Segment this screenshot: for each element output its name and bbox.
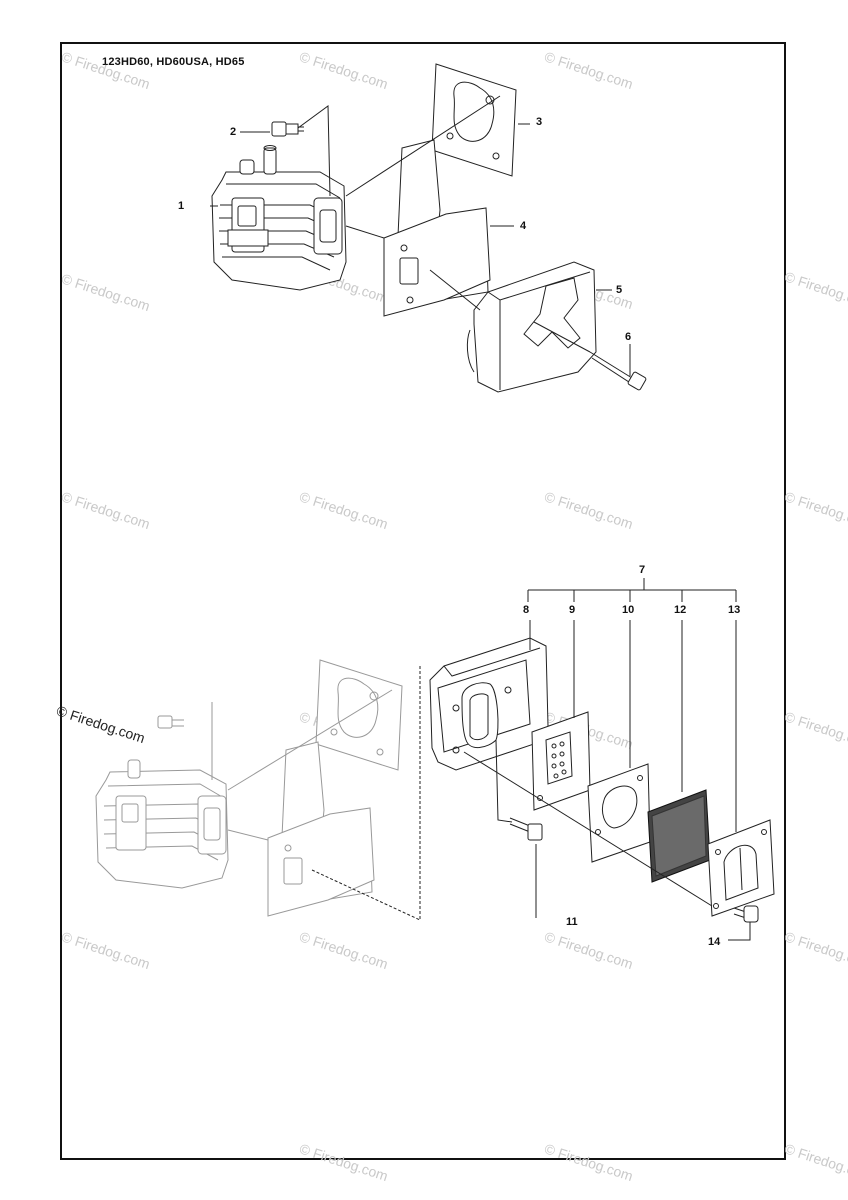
model-title: 123HD60, HD60USA, HD65 <box>102 56 245 68</box>
spark-screen-part <box>647 789 711 883</box>
callout-10: 10 <box>622 604 635 616</box>
callout-11: 11 <box>566 916 578 928</box>
callout-3: 3 <box>536 116 543 128</box>
muffler-housing-part <box>429 637 549 771</box>
callout-8: 8 <box>523 604 530 616</box>
callout-5: 5 <box>616 284 623 296</box>
housing-bolt-part <box>509 817 543 841</box>
reference-assembly <box>95 659 403 917</box>
callout-12: 12 <box>674 604 687 616</box>
gasket-ring-part <box>587 763 651 863</box>
end-cover-part <box>707 819 775 917</box>
alignment-lines <box>463 578 751 941</box>
callout-9: 9 <box>569 604 576 616</box>
cover-screw-part <box>733 905 759 923</box>
callout-1: 1 <box>178 200 185 212</box>
heat-shield-part <box>383 139 491 317</box>
callout-14: 14 <box>708 936 721 948</box>
alignment-lines <box>210 95 631 376</box>
diagram-frame <box>60 42 786 1160</box>
callout-6: 6 <box>625 331 632 343</box>
muffler-part <box>466 261 597 393</box>
callout-7: 7 <box>639 564 646 576</box>
cylinder-part <box>211 145 347 291</box>
callout-4: 4 <box>520 220 527 232</box>
arrester-plate-part <box>531 711 591 811</box>
callout-13: 13 <box>728 604 741 616</box>
gasket-plate-part <box>431 63 517 177</box>
callout-2: 2 <box>230 126 237 138</box>
muffler-bolt-part <box>589 351 647 391</box>
spark-plug-part <box>271 121 304 137</box>
